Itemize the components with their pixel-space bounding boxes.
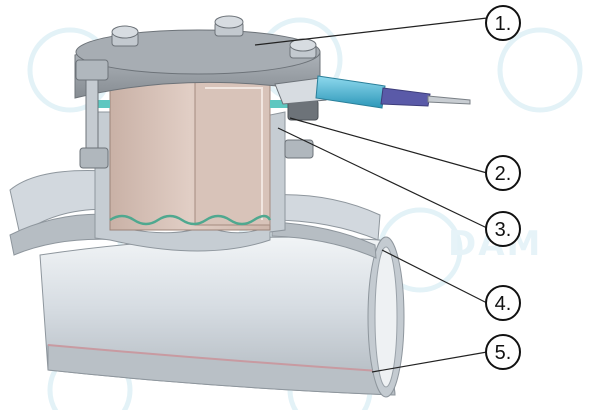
long-bolt-left: [75, 59, 109, 169]
outer-pipe: [39, 236, 405, 398]
bolts: [75, 15, 319, 169]
bolt-head: [214, 15, 244, 37]
callout-2: 2.: [485, 155, 521, 191]
callout-1: 1.: [485, 5, 521, 41]
seal-ring-left: [95, 100, 110, 108]
callout-label: 5.: [495, 342, 512, 364]
bolt-head: [111, 25, 139, 47]
callout-3: 3.: [485, 211, 521, 247]
callout-5: 5.: [485, 334, 521, 370]
leader-lines: [254, 17, 488, 373]
callout-label: 2.: [495, 163, 512, 185]
bolt-head: [289, 38, 317, 59]
sensor-probe: [274, 75, 471, 109]
callout-4: 4.: [485, 285, 521, 321]
callout-label: 3.: [495, 219, 512, 241]
nut-right: [284, 99, 319, 159]
seal-ring-right: [270, 100, 288, 108]
callout-label: 4.: [495, 293, 512, 315]
callout-label: 1.: [495, 13, 512, 35]
fitting-body: [94, 69, 288, 252]
saddle-clamp: [9, 170, 381, 259]
